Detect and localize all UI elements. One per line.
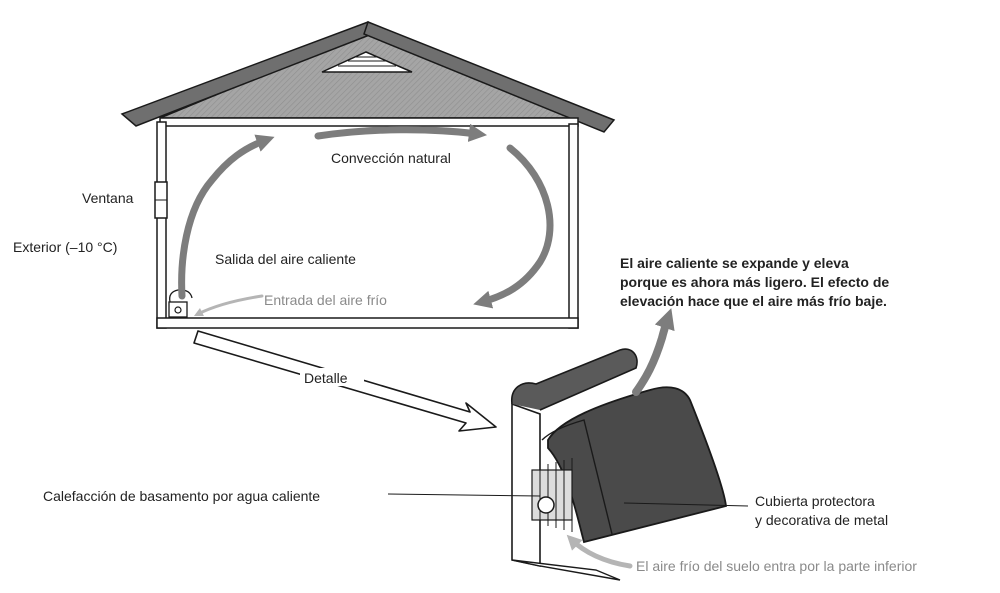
roof-right	[363, 21, 616, 133]
floor	[156, 317, 579, 329]
label-baseboard-heater: Calefacción de basamento por agua calien…	[43, 488, 321, 504]
label-hot-air-note-line1: El aire caliente se expande y eleva	[620, 255, 849, 271]
protective-cover	[547, 386, 727, 544]
rising-hot-air-arrow	[632, 308, 675, 396]
label-window: Ventana	[82, 190, 134, 206]
label-hot-air-note-line2: porque es ahora más ligero. El efecto de	[620, 274, 890, 290]
convection-arrows	[178, 123, 554, 317]
label-hot-air-out: Salida del aire caliente	[215, 251, 356, 267]
heater-pipe-icon	[537, 496, 555, 514]
label-cover-line1: Cubierta protectora	[755, 493, 875, 509]
label-cold-air-in: Entrada del aire frío	[264, 292, 387, 308]
ceiling	[159, 117, 579, 127]
convection-arrow	[178, 134, 275, 300]
label-natural-convection: Convección natural	[331, 150, 451, 166]
detail-heater	[511, 308, 727, 581]
small-heater	[168, 289, 193, 318]
label-floor-cold-air: El aire frío del suelo entra por la part…	[636, 558, 917, 574]
right-wall	[568, 123, 579, 329]
cold-air-arrow	[566, 534, 633, 569]
attic-gable	[159, 31, 576, 119]
label-exterior-temperature: Exterior (–10 °C)	[13, 239, 118, 255]
left-wall	[156, 121, 167, 329]
label-detail: Detalle	[304, 370, 348, 386]
house	[120, 21, 616, 329]
convection-arrow	[314, 123, 488, 142]
label-hot-air-note-line3: elevación hace que el aire más frío baje…	[620, 293, 887, 309]
label-cover-line2: y decorativa de metal	[755, 512, 889, 528]
heater-fins	[531, 458, 573, 532]
leader-lines	[387, 493, 749, 507]
cold-air-arrow	[193, 294, 264, 317]
convection-arrow	[473, 144, 554, 309]
attic-vent	[321, 51, 413, 73]
